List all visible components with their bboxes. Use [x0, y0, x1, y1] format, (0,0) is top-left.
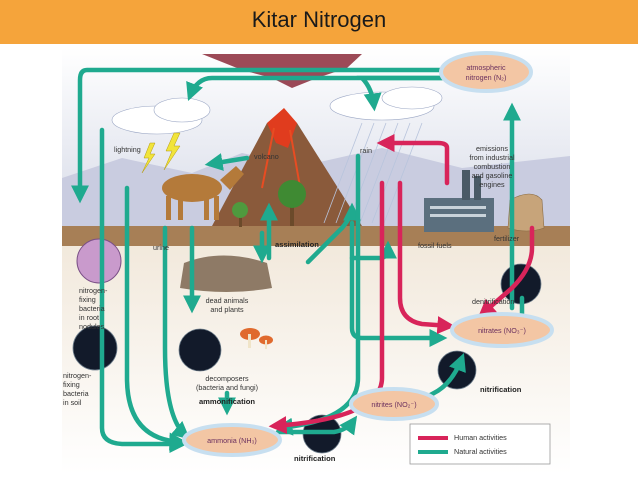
dead-matter-label: dead animals and plants [206, 296, 249, 314]
legend-human-label: Human activities [454, 433, 507, 442]
svg-text:decomposers: decomposers [205, 374, 249, 383]
node-atmospheric-nitrogen: atmospheric nitrogen (N₂) [441, 53, 531, 91]
atmospheric-label-line1: atmospheric [466, 63, 506, 72]
legend: Human activities Natural activities [410, 424, 550, 464]
node-nitrites: nitrites (NO₂⁻) [351, 389, 437, 419]
svg-text:fixing: fixing [79, 295, 96, 304]
svg-text:and gasoline: and gasoline [472, 171, 513, 180]
svg-text:engines: engines [479, 180, 505, 189]
urine-label: urine [153, 243, 169, 252]
fossil-fuels-label: fossil fuels [418, 241, 452, 250]
svg-text:emissions: emissions [476, 144, 508, 153]
svg-text:nitrogen-: nitrogen- [79, 286, 108, 295]
slide-title: Kitar Nitrogen [0, 7, 638, 33]
svg-text:combustion: combustion [474, 162, 511, 171]
denitrification-label: denitrification [472, 297, 514, 306]
volcano-label: volcano [254, 152, 279, 161]
nitrites-label: nitrites (NO₂⁻) [371, 400, 416, 409]
svg-text:in soil: in soil [63, 398, 82, 407]
ammonification-label: ammonification [199, 397, 255, 406]
svg-text:and plants: and plants [210, 305, 244, 314]
root-bacteria-label: nitrogen- fixing bacteria in root nodule… [79, 286, 108, 331]
svg-text:from industrial: from industrial [469, 153, 515, 162]
svg-text:dead animals: dead animals [206, 296, 249, 305]
node-ammonia: ammonia (NH₃) [184, 425, 280, 455]
rain-label: rain [360, 146, 372, 155]
ammonia-label: ammonia (NH₃) [207, 436, 257, 445]
nitrogen-cycle-diagram: atmospheric nitrogen (N₂) nitrates (NO₃⁻… [62, 48, 570, 474]
svg-text:nitrogen-: nitrogen- [63, 371, 92, 380]
svg-text:(bacteria and fungi): (bacteria and fungi) [196, 383, 258, 392]
nitrification-label-lower: nitrification [294, 454, 336, 463]
svg-text:bacteria: bacteria [79, 304, 105, 313]
nitrates-label: nitrates (NO₃⁻) [478, 326, 526, 335]
legend-natural-label: Natural activities [454, 447, 507, 456]
svg-text:in root: in root [79, 313, 99, 322]
lightning-label: lightning [114, 145, 141, 154]
svg-text:nodules: nodules [79, 322, 105, 331]
root-nodules-icon [77, 239, 121, 283]
fertilizer-label: fertilizer [494, 234, 520, 243]
svg-text:bacteria: bacteria [63, 389, 89, 398]
assimilation-label: assimilation [275, 240, 319, 249]
svg-text:fixing: fixing [63, 380, 80, 389]
node-nitrates: nitrates (NO₃⁻) [452, 314, 552, 346]
nitrification-label-upper: nitrification [480, 385, 522, 394]
atmospheric-label-line2: nitrogen (N₂) [466, 73, 507, 82]
title-bar: Kitar Nitrogen [0, 0, 638, 44]
